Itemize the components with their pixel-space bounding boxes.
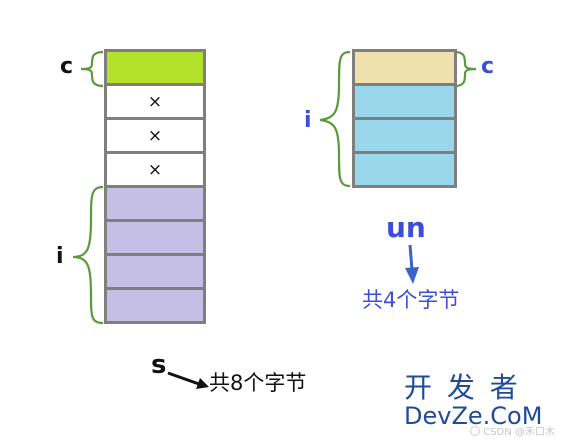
- struct-s-int-byte-3: [107, 256, 203, 287]
- struct-s-c-label: c: [60, 54, 74, 79]
- union-un-int-byte-2: [355, 86, 454, 117]
- union-un-arrow: [408, 244, 414, 271]
- union-un-int-byte-4: [355, 154, 454, 185]
- struct-s-name: s: [151, 350, 167, 380]
- watermark-faint: CSDN @禾口木: [470, 426, 555, 438]
- struct-s-arrow: [167, 371, 200, 386]
- padding-mark: ×: [147, 91, 163, 112]
- union-un-i-brace: [319, 50, 351, 188]
- union-un-size-text: 共4个字节: [362, 288, 460, 312]
- struct-s-padding-byte-2: ×: [107, 120, 203, 151]
- union-un-memory: [352, 49, 457, 188]
- watermark-en: DevZe.CoM: [404, 402, 543, 430]
- union-un-arrowhead: [405, 267, 419, 284]
- struct-s-i-brace: [72, 185, 104, 325]
- watermark-faint-text: CSDN @禾口木: [483, 427, 555, 438]
- padding-mark: ×: [147, 125, 163, 146]
- watermark-cn: 开 发 者: [404, 371, 521, 404]
- struct-s-i-label: i: [56, 244, 64, 269]
- struct-s-c-brace: [80, 50, 104, 88]
- union-un-i-label: i: [304, 108, 312, 133]
- struct-s-char-byte: [107, 52, 203, 83]
- struct-s-memory: × × ×: [104, 49, 206, 324]
- padding-mark: ×: [147, 159, 163, 180]
- struct-s-padding-byte-3: ×: [107, 154, 203, 185]
- union-un-int-byte-3: [355, 120, 454, 151]
- struct-s-padding-byte-1: ×: [107, 86, 203, 117]
- union-un-name: un: [386, 211, 426, 244]
- union-un-c-label: c: [481, 54, 495, 79]
- union-un-shared-byte-1: [355, 52, 454, 83]
- union-un-c-brace: [454, 50, 477, 88]
- struct-s-size-text: 共8个字节: [209, 371, 307, 395]
- struct-s-int-byte-1: [107, 188, 203, 219]
- struct-s-arrowhead: [196, 378, 209, 389]
- struct-s-int-byte-4: [107, 290, 203, 321]
- struct-s-int-byte-2: [107, 222, 203, 253]
- brand-mark-icon: [470, 426, 480, 436]
